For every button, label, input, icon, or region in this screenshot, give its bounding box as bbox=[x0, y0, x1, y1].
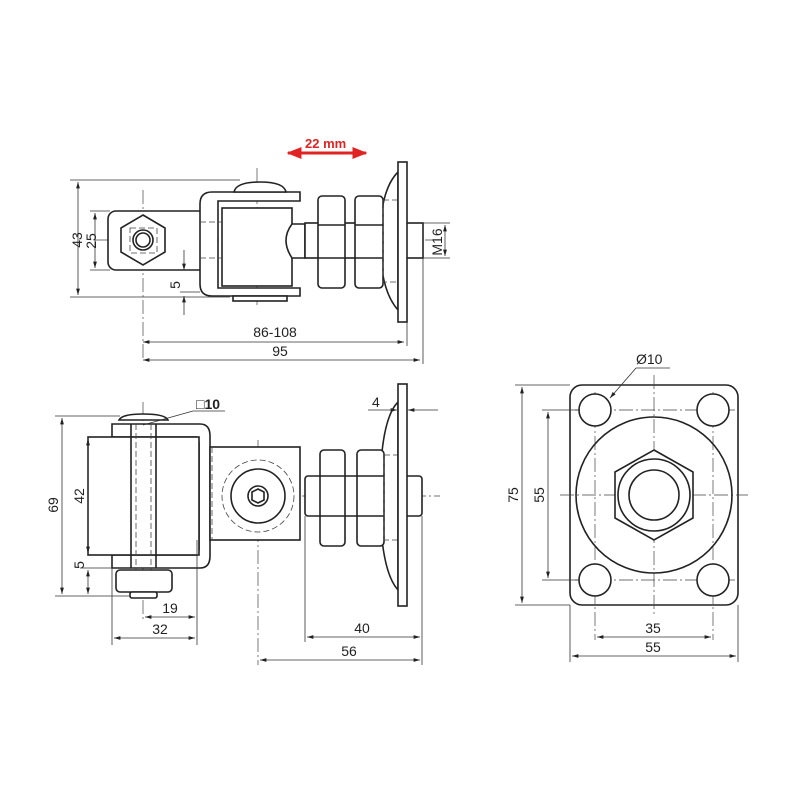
dim-35: 35 bbox=[645, 620, 661, 636]
dim-86-108: 86-108 bbox=[253, 324, 297, 340]
dim-95: 95 bbox=[272, 343, 288, 359]
thread-size: M16 bbox=[429, 228, 445, 255]
mounting-hole bbox=[696, 393, 730, 427]
dim-55-vertical: 55 bbox=[531, 487, 547, 503]
mounting-hole bbox=[578, 393, 612, 427]
side-view: □10 69 42 5 19 32 40 56 4 bbox=[45, 383, 440, 665]
pin-head bbox=[117, 413, 170, 421]
dim-5-top: 5 bbox=[167, 281, 183, 289]
dim-75: 75 bbox=[505, 487, 521, 503]
nut-1 bbox=[317, 195, 346, 289]
adjustment-label: 22 mm bbox=[305, 136, 346, 151]
mounting-hole bbox=[578, 563, 612, 597]
hinge-sleeve bbox=[87, 436, 200, 556]
mounting-hole bbox=[696, 563, 730, 597]
nut-1 bbox=[319, 449, 346, 547]
base-plate bbox=[397, 383, 408, 607]
dim-5-side: 5 bbox=[71, 561, 87, 569]
square-10-label: □10 bbox=[196, 396, 220, 412]
nut-2 bbox=[354, 195, 384, 289]
bracket bbox=[199, 191, 301, 297]
dome-outline bbox=[575, 416, 733, 574]
dim-69: 69 bbox=[45, 497, 61, 513]
bottom-nut bbox=[115, 569, 173, 593]
dim-55-horizontal: 55 bbox=[645, 639, 661, 655]
dim-56: 56 bbox=[341, 643, 357, 659]
nut-2 bbox=[356, 449, 385, 547]
dim-42: 42 bbox=[71, 488, 87, 504]
dim-4: 4 bbox=[372, 394, 380, 410]
dim-19: 19 bbox=[162, 600, 178, 616]
plate-view: Ø10 75 55 35 55 bbox=[505, 351, 748, 662]
dim-25: 25 bbox=[83, 233, 99, 249]
dim-43: 43 bbox=[69, 232, 85, 248]
ball-joint bbox=[285, 223, 306, 259]
top-view: 22 mm 43 25 5 86-108 95 M16 bbox=[69, 136, 450, 364]
base-plate bbox=[397, 161, 408, 323]
dim-32: 32 bbox=[152, 621, 168, 637]
pin-head bbox=[233, 181, 287, 193]
bolt-end bbox=[628, 469, 680, 521]
hole-diameter-label: Ø10 bbox=[636, 351, 663, 367]
dim-40: 40 bbox=[354, 620, 370, 636]
